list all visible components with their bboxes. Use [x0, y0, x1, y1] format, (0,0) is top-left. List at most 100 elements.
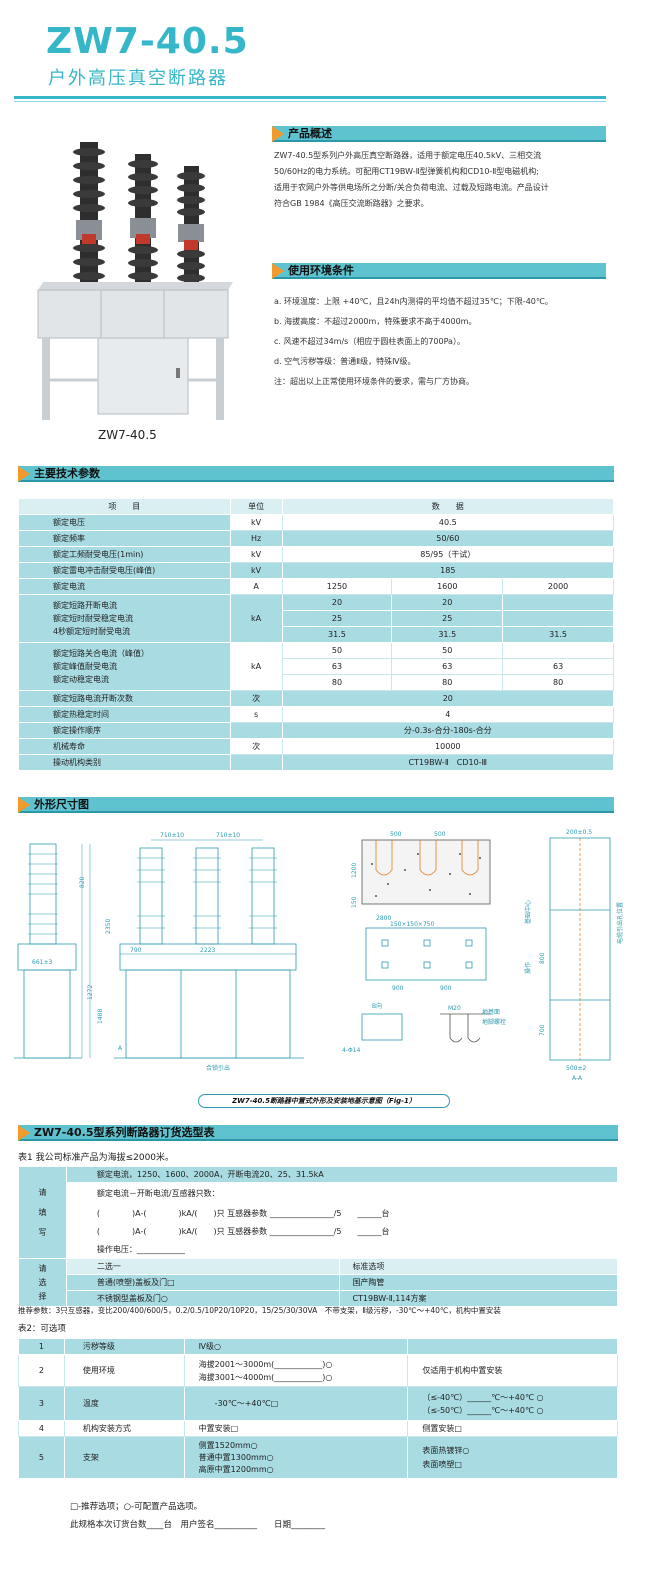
- front-view: [114, 839, 304, 1059]
- dim-label: 基础中心: [524, 900, 532, 924]
- table-row: 请选择 二选一 标准选项: [18, 1258, 618, 1307]
- table-row: 项 目 单位 数 据: [18, 498, 615, 515]
- table-row: 3 温度 -30℃～+40℃□ （≤-40℃）______℃～+40℃ ○（≤-…: [18, 1386, 618, 1421]
- section-view: [549, 837, 611, 1061]
- dim-label: A: [118, 1045, 123, 1052]
- insulator-middle: [128, 154, 158, 292]
- dim-label: 800: [539, 952, 546, 964]
- dim-label: 500±2: [566, 1065, 586, 1072]
- dim-label: B向: [372, 1002, 382, 1010]
- dim-label: 500: [434, 831, 446, 838]
- table2-caption: 表2：可选项: [18, 1324, 66, 1334]
- select-label: 请选择: [18, 1258, 67, 1307]
- environment-text: a. 环境温度：上限 +40℃，且24h内测得的平均值不超过35℃；下限-40℃…: [274, 292, 614, 392]
- spec-header-data: 数 据: [281, 498, 615, 515]
- dim-label: 地基面: [482, 1008, 500, 1016]
- dim-label: 790: [130, 947, 142, 954]
- model-subtitle: 户外高压真空断路器: [48, 68, 228, 89]
- dim-label: 合锁引出: [206, 1064, 230, 1072]
- environment-line: a. 环境温度：上限 +40℃，且24h内测得的平均值不超过35℃；下限-40℃…: [274, 297, 553, 306]
- dim-label: 2350: [105, 919, 112, 934]
- dim-label: M20: [448, 1005, 461, 1012]
- environment-line: d. 空气污秽等级：普通Ⅱ级，特殊Ⅳ级。: [274, 357, 416, 366]
- order-table-1: 请填写 额定电流，1250、1600、2000A，开断电流20、25、31.5k…: [18, 1166, 619, 1307]
- cabinet: [37, 282, 233, 420]
- table1-caption: 表1 我公司标准产品为海拔≤2000米。: [18, 1153, 175, 1163]
- dim-label: 电缆引出孔位置: [616, 902, 624, 944]
- order-heading: ZW7-40.5型系列断路器订货选型表: [18, 1125, 618, 1141]
- dim-label: 150×150×750: [390, 921, 435, 928]
- product-photo: [28, 130, 238, 425]
- table-row: 1 污秽等级 Ⅳ级○: [18, 1338, 618, 1355]
- table-row: 额定操作顺序分-0.3s-合分-180s-合分: [18, 722, 615, 739]
- dimension-drawing: 820 1272 1488 661±3 710±10 710±10 790 22…: [10, 824, 630, 1086]
- order-table-2: 1 污秽等级 Ⅳ级○ 2 使用环境 海拔2001～3000m(_________…: [18, 1338, 618, 1479]
- foundation-view: [361, 839, 491, 1043]
- footnote: □-推荐选项；○-可配置产品选项。: [70, 1502, 203, 1512]
- dim-label: 150: [351, 896, 358, 908]
- dim-label: 地脚螺栓: [482, 1018, 506, 1026]
- model-title: ZW7-40.5: [46, 21, 249, 62]
- table-row: 操作电压：____________: [19, 1240, 619, 1259]
- dim-label: 900: [440, 985, 452, 992]
- table-row: 不锈钢型盖板及门○CT19BW-Ⅱ,114方案: [19, 1290, 618, 1307]
- dim-label: 200±0.5: [566, 829, 592, 836]
- overview-heading: 产品概述: [272, 126, 606, 142]
- side-view: [14, 843, 91, 1059]
- dim-label: 700: [539, 1024, 546, 1036]
- dim-label: 710±10: [216, 832, 240, 839]
- fill-label: 请填写: [18, 1166, 67, 1259]
- bullet-triangle-icon: [18, 466, 30, 482]
- dim-label: 1488: [97, 1009, 104, 1024]
- environment-line: 注：超出以上正常使用环境条件的要求，需与厂方协商。: [274, 377, 474, 386]
- header-rule: [14, 96, 606, 99]
- table-row: 普通(喷塑)盖板及门□国产陶管: [19, 1274, 618, 1291]
- overview-line: 适用于农网户外等供电场所之分断/关合负荷电流、过载及短路电流。产品设计: [274, 183, 549, 192]
- table-row: 2 使用环境 海拔2001～3000m(____________)○海拔3001…: [18, 1354, 618, 1387]
- table-row: 4 机构安装方式 中置安装□ 侧置安装□: [18, 1420, 618, 1437]
- bullet-triangle-icon: [272, 263, 284, 279]
- table-row: ( )A-( )kA/( )只 互感器参数 ________________/5…: [19, 1204, 619, 1223]
- bullet-triangle-icon: [18, 1125, 30, 1141]
- sign-line: 此规格本次订货台数____台 用户签名__________ 日期________: [70, 1520, 326, 1530]
- product-caption: ZW7-40.5: [98, 428, 157, 442]
- environment-line: b. 海拔高度：不超过2000m，特殊要求不高于4000m。: [274, 317, 477, 326]
- dim-label: 2800: [376, 915, 391, 922]
- table-row: ( )A-( )kA/( )只 互感器参数 ________________/5…: [19, 1222, 619, 1241]
- dim-label: 820: [79, 876, 86, 888]
- recommend-text: 推荐参数：3只互感器，变比200/400/600/5，0.2/0.5/10P20…: [18, 1306, 501, 1315]
- table-row: 额定电流－开断电流/互感器只数：: [19, 1182, 619, 1205]
- overview-line: 符合GB 1984《高压交流断路器》之要求。: [274, 199, 429, 208]
- overview-line: ZW7-40.5型系列户外高压真空断路器，适用于额定电压40.5kV、三相交流: [274, 151, 542, 160]
- drawing-caption: ZW7-40.5断路器中置式外形及安装地基示意图（Fig-1）: [198, 1094, 450, 1108]
- table-row: 请填写 额定电流，1250、1600、2000A，开断电流20、25、31.5k…: [18, 1166, 619, 1259]
- dim-label: 1200: [351, 863, 358, 878]
- spec-group-labels: 额定短路关合电流（峰值）额定峰值耐受电流额定动稳定电流: [18, 642, 231, 691]
- environment-line: c. 风速不超过34m/s（相应于圆柱表面上的700Pa）。: [274, 337, 465, 346]
- spec-heading: 主要技术参数: [18, 466, 614, 482]
- dim-label: 661±3: [32, 959, 52, 966]
- dim-label: 710±10: [160, 832, 184, 839]
- bullet-triangle-icon: [272, 126, 284, 142]
- overview-line: 50/60Hz的电力系统。可配用CT19BW-Ⅱ型弹簧机构和CD10-Ⅱ型电磁机…: [274, 167, 539, 176]
- spec-header-unit: 单位: [229, 498, 283, 515]
- dim-label: 操作: [524, 962, 532, 974]
- dimensions-heading: 外形尺寸图: [18, 797, 614, 813]
- insulator-left: [73, 142, 105, 292]
- environment-heading: 使用环境条件: [272, 263, 606, 279]
- dim-label: 4-Φ14: [342, 1047, 361, 1054]
